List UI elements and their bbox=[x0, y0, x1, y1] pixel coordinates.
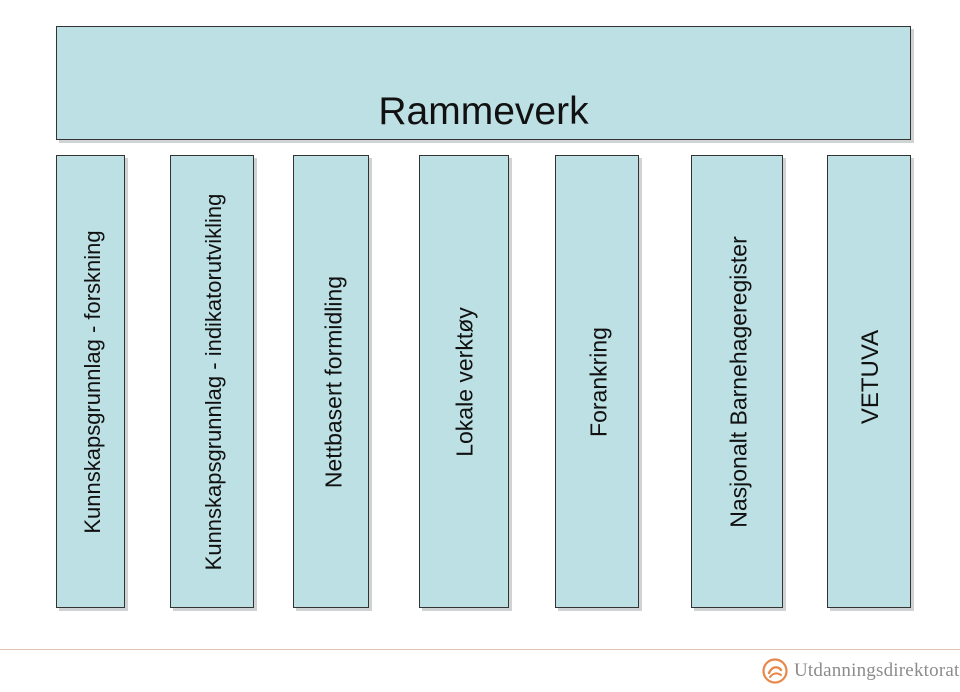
pillar-local-tools-label: Lokale verktøy bbox=[451, 306, 478, 457]
pillar-local-tools-box: Lokale verktøy bbox=[419, 155, 509, 608]
pillar-vetuva-label: VETUVA bbox=[857, 329, 884, 425]
framework-header-box: Rammeverk bbox=[56, 26, 911, 140]
logo-wordmark: Utdanningsdirektoratet bbox=[794, 660, 960, 681]
pillar-anchoring-label: Forankring bbox=[585, 326, 612, 437]
utdanningsdirektoratet-logo: Utdanningsdirektoratet bbox=[762, 658, 960, 684]
pillar-vetuva-box: VETUVA bbox=[827, 155, 911, 608]
pillar-indicators-box: Kunnskapsgrunnlag - indikatorutvikling bbox=[170, 155, 254, 608]
pillar-research-label: Kunnskapsgrunnlag - forskning bbox=[80, 229, 105, 534]
pillar-web-dissemination-box: Nettbasert formidling bbox=[293, 155, 369, 608]
utdanningsdirektoratet-logo-icon bbox=[762, 658, 788, 684]
pillar-kindergarten-registry-box: Nasjonalt Barnehageregister bbox=[691, 155, 783, 608]
pillar-anchoring-box: Forankring bbox=[555, 155, 639, 608]
pillar-research-box: Kunnskapsgrunnlag - forskning bbox=[56, 155, 125, 608]
footer-divider bbox=[0, 649, 960, 650]
pillar-kindergarten-registry-label: Nasjonalt Barnehageregister bbox=[725, 235, 752, 528]
pillar-indicators-label: Kunnskapsgrunnlag - indikatorutvikling bbox=[201, 193, 226, 570]
pillar-web-dissemination-label: Nettbasert formidling bbox=[320, 275, 347, 488]
framework-title: Rammeverk bbox=[378, 90, 589, 133]
